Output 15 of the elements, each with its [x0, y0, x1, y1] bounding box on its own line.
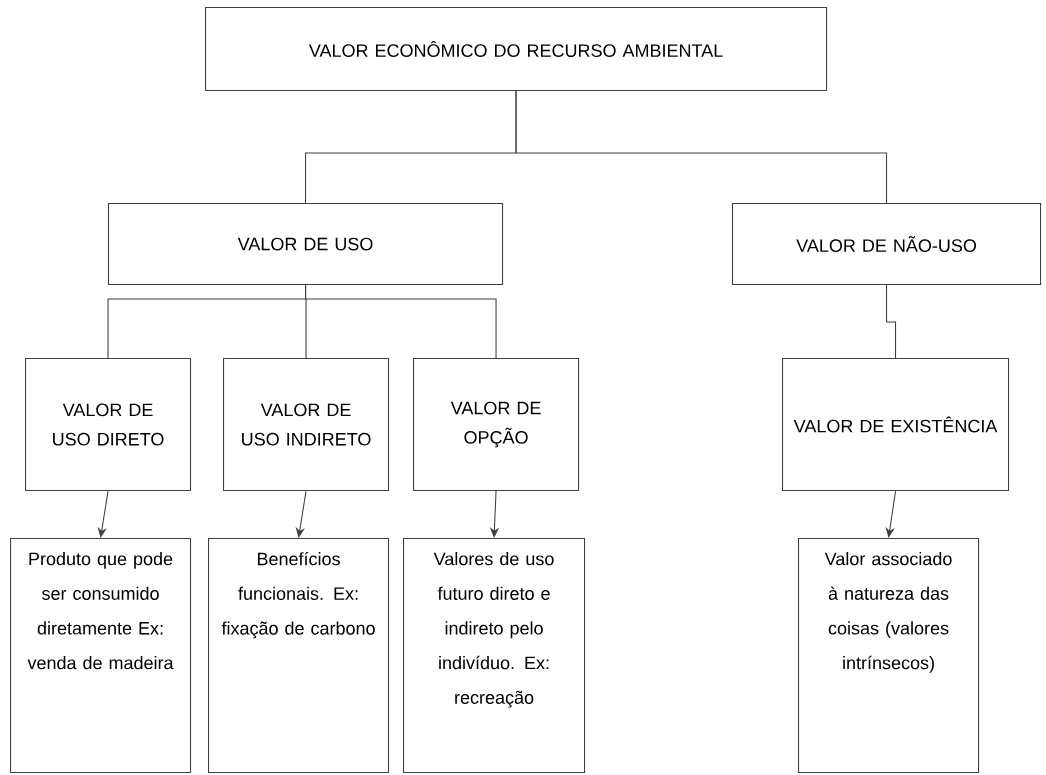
- description-box: Benefícios funcionais. Ex: fixação de carbono: [208, 538, 390, 774]
- description-box: Valor associado à natureza das coisas (valores intrínsecos): [798, 538, 980, 774]
- value-box: VALOR DE EXISTÊNCIA: [782, 358, 1010, 492]
- value-box: VALOR DE USO DIRETO: [25, 358, 192, 492]
- value-box: VALOR DE OPÇÃO: [413, 358, 580, 492]
- connector-line: [515, 90, 888, 204]
- arrow: [885, 490, 897, 538]
- category-box: VALOR DE NÃO-USO: [732, 203, 1042, 286]
- category-box: VALOR DE USO: [108, 203, 504, 286]
- value-box: VALOR DE USO INDIRETO: [223, 358, 390, 492]
- connector-line: [886, 284, 897, 359]
- category-box: VALOR ECONÔMICO DO RECURSO AMBIENTAL: [205, 7, 828, 92]
- connector-line: [305, 284, 497, 359]
- description-box: Produto que pode ser consumido diretamente Ex: venda de madeira: [10, 538, 192, 774]
- description-box: Valores de uso futuro direto e indireto pelo indivíduo. Ex: recreação: [403, 538, 586, 774]
